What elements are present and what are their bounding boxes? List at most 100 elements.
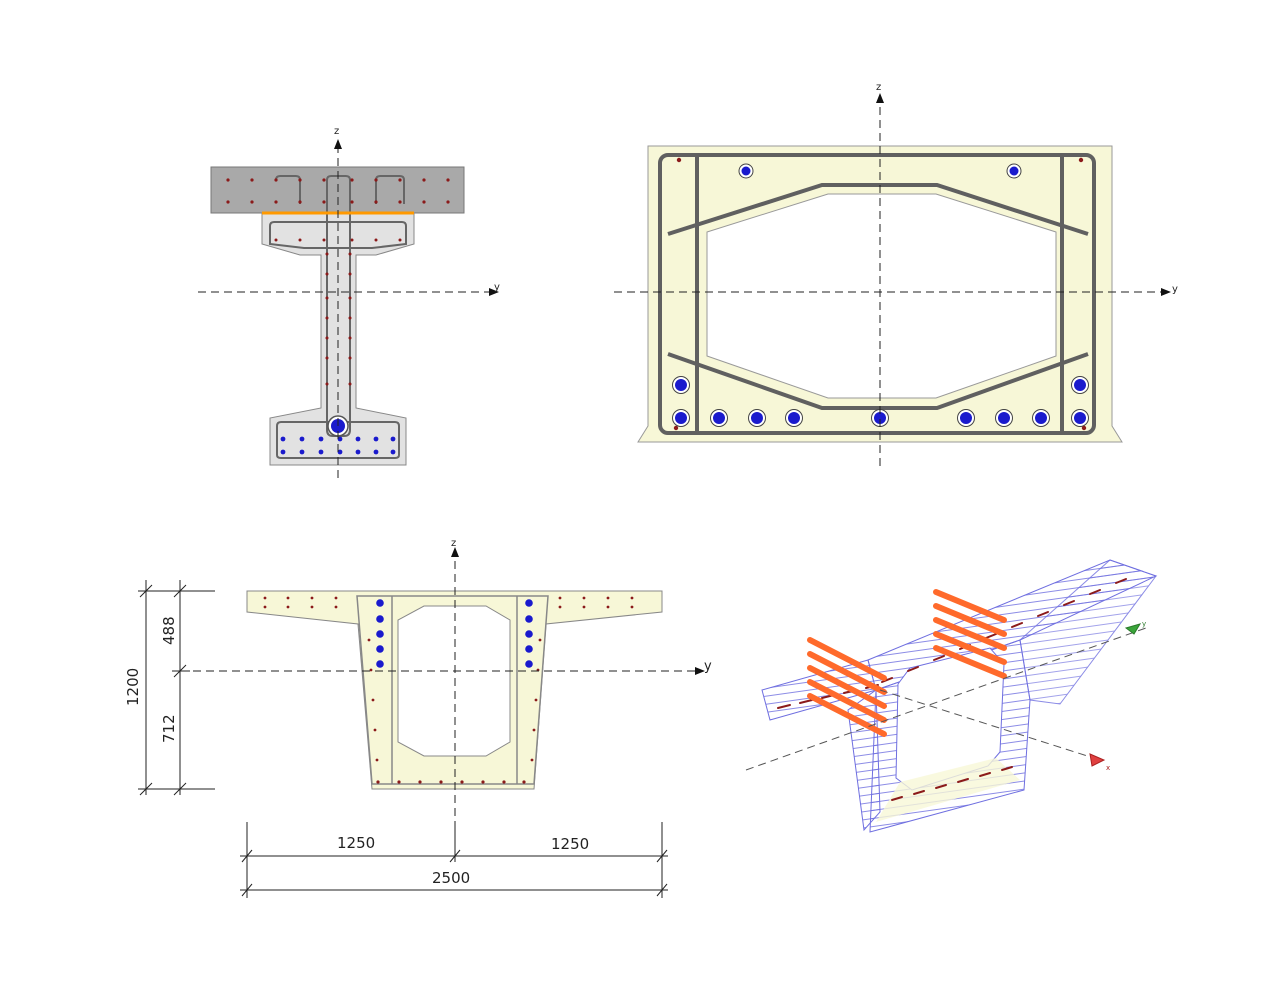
rebar-3d xyxy=(913,790,925,795)
rebar-3d xyxy=(935,784,947,789)
web-stirrup xyxy=(326,175,351,437)
rebar-dot xyxy=(630,605,634,609)
bottom-flange-stirrup xyxy=(276,421,400,459)
axis-3d-red-marker xyxy=(1089,753,1106,767)
rebar-3d xyxy=(979,772,991,777)
rebar-dot xyxy=(325,356,329,360)
rebar-dot xyxy=(322,238,326,242)
rebar-dot xyxy=(263,596,267,600)
tendon-3d xyxy=(933,645,1007,679)
rebar-dot xyxy=(350,178,354,182)
rebar-dot xyxy=(398,178,402,182)
strand-dot xyxy=(373,449,379,455)
corner-rebar xyxy=(1078,157,1084,163)
rebar-dot xyxy=(274,238,278,242)
rebar-dot xyxy=(630,596,634,600)
rebar-dot xyxy=(310,605,314,609)
rebar-dot xyxy=(348,336,352,340)
deck-stirrup-right xyxy=(375,175,405,204)
rebar-dot xyxy=(286,596,290,600)
z-axis-label-3: z xyxy=(451,538,456,549)
rebar-dot xyxy=(532,728,536,732)
rebar-dot xyxy=(446,200,450,204)
rebar-dot xyxy=(367,638,371,642)
rebar-dot xyxy=(274,200,278,204)
tendon-dot xyxy=(525,645,533,653)
strand-dot xyxy=(355,436,361,442)
tendon-3d xyxy=(807,693,887,737)
bottom-tendon xyxy=(1035,412,1047,424)
rebar-dot xyxy=(325,316,329,320)
side-tendon xyxy=(675,379,687,391)
tendon-dot xyxy=(376,599,384,607)
rebar-dot xyxy=(558,605,562,609)
rebar-dot xyxy=(422,200,426,204)
rebar-dot xyxy=(325,296,329,300)
tendon-dot xyxy=(376,660,384,668)
rebar-dot xyxy=(460,780,464,784)
rebar-dot xyxy=(298,200,302,204)
rebar-dot xyxy=(325,336,329,340)
rebar-dot xyxy=(582,605,586,609)
tendon-3d xyxy=(807,665,887,709)
rebar-dot xyxy=(374,238,378,242)
box-girder-tendons xyxy=(376,599,533,668)
rebar-dot xyxy=(606,596,610,600)
tendon-dot xyxy=(525,615,533,623)
dim-bottom-height: 712 xyxy=(160,714,178,743)
rebar-dot xyxy=(325,252,329,256)
z-axis-label-2: z xyxy=(876,82,881,93)
side-tendon xyxy=(1074,379,1086,391)
rebar-dot xyxy=(286,605,290,609)
bottom-tendon xyxy=(1074,412,1086,424)
rebar-3d xyxy=(1063,600,1075,606)
rebar-dot xyxy=(376,780,380,784)
rebar-3d xyxy=(933,655,945,661)
rebar-3d xyxy=(777,704,791,709)
rebar-3d xyxy=(957,778,969,783)
rebar-dot xyxy=(250,178,254,182)
rebar-dot xyxy=(397,780,401,784)
strand-dot xyxy=(373,436,379,442)
rebar-dot xyxy=(348,296,352,300)
rebar-dot xyxy=(538,638,542,642)
strand-dot xyxy=(299,449,305,455)
box-girder-rebars xyxy=(263,596,634,784)
vertical-dimensions xyxy=(138,580,215,796)
rebar-dot xyxy=(530,758,534,762)
rebar-dot xyxy=(250,200,254,204)
bottom-tendon xyxy=(874,412,886,424)
bottom-tendon xyxy=(675,412,687,424)
rebar-dot xyxy=(310,596,314,600)
corner-rebar xyxy=(673,425,679,431)
dim-left-width: 1250 xyxy=(337,834,375,852)
tendons-3d xyxy=(807,589,1007,737)
rebar-3d xyxy=(1089,589,1101,595)
tendon-3d xyxy=(933,603,1007,637)
rebar-dot xyxy=(606,605,610,609)
box-girder-void xyxy=(397,605,511,757)
strand-dot xyxy=(280,449,286,455)
outer-stirrup xyxy=(658,153,1096,435)
bottom-tendon xyxy=(713,412,725,424)
strand-dot xyxy=(337,449,343,455)
tendon-dot xyxy=(525,630,533,638)
rebar-dot xyxy=(348,356,352,360)
rebar-dot xyxy=(373,728,377,732)
rebar-dot xyxy=(582,596,586,600)
rebar-3d xyxy=(907,666,919,672)
strand-dot xyxy=(337,436,343,442)
tendon-dot xyxy=(525,599,533,607)
axis-3d-x-label: x xyxy=(1106,764,1110,772)
rebar-dot xyxy=(422,178,426,182)
rebar-dot xyxy=(398,200,402,204)
rebar-3d xyxy=(1001,766,1013,771)
culvert-tendons xyxy=(672,163,1089,427)
corner-rebar xyxy=(676,157,682,163)
rebar-dot xyxy=(534,698,538,702)
axis-3d-green-marker xyxy=(1124,623,1142,635)
rebar-dot xyxy=(348,252,352,256)
rebar-dot xyxy=(334,596,338,600)
dim-top-height: 488 xyxy=(160,616,178,645)
rebar-dot xyxy=(274,178,278,182)
